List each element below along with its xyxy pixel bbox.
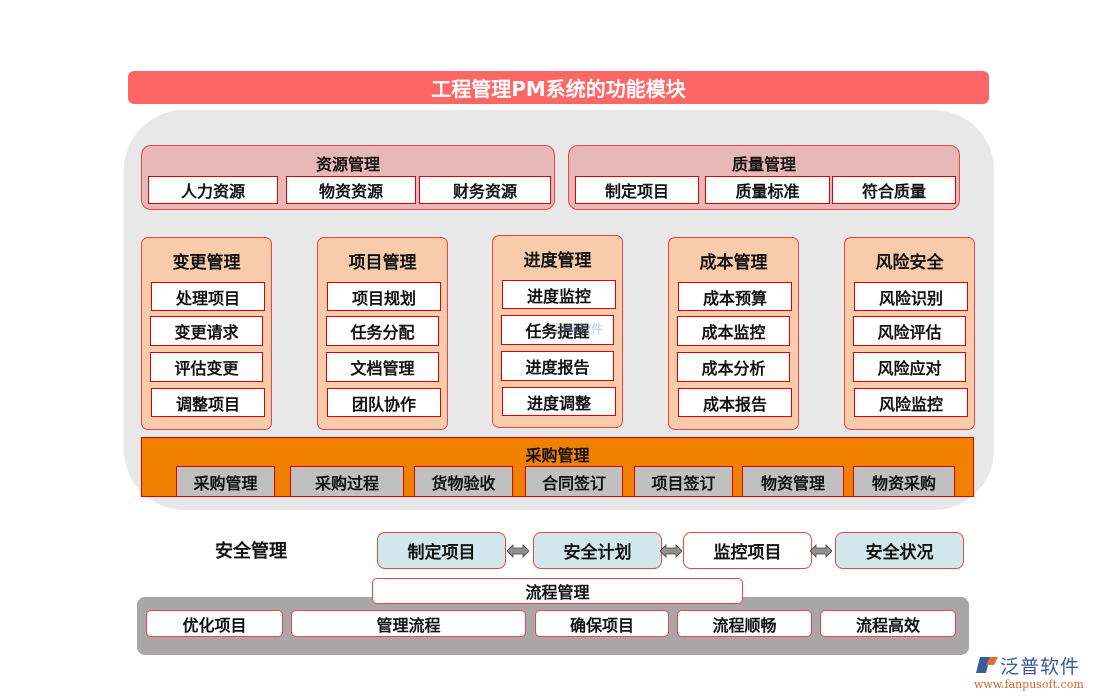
flow-item: 确保项目 (535, 610, 669, 637)
risk-item: 风险识别 (854, 282, 968, 311)
safety-step: 安全状况 (835, 532, 964, 569)
purchase-item: 物资管理 (742, 466, 844, 497)
cost-item: 成本报告 (678, 388, 792, 417)
project-item: 任务分配 (326, 316, 439, 346)
quality-item: 质量标准 (705, 176, 830, 204)
purchase-item: 合同签订 (525, 466, 623, 497)
safety-management-title: 安全管理 (215, 541, 287, 562)
double-arrow-icon (660, 544, 682, 558)
cost-item: 成本分析 (677, 352, 790, 382)
schedule-item: 进度监控 (502, 280, 616, 309)
cost-item: 成本预算 (678, 282, 792, 311)
risk-item: 风险应对 (853, 352, 966, 382)
schedule-item: 进度调整 (502, 387, 616, 416)
flow-item: 流程高效 (820, 610, 956, 637)
double-arrow-icon (810, 544, 832, 558)
brand-logo: 泛普软件 www.fanpusoft.com (970, 652, 1095, 696)
purchase-management-title: 采购管理 (525, 446, 590, 465)
resource-item: 人力资源 (148, 176, 278, 204)
change-management-title: 变更管理 (172, 253, 241, 273)
purchase-item: 物资采购 (853, 466, 955, 497)
risk-item: 风险监控 (854, 388, 968, 417)
resource-management-title: 资源管理 (315, 155, 380, 174)
quality-management-title: 质量管理 (731, 155, 796, 174)
project-management-title: 项目管理 (348, 253, 417, 273)
quality-item: 符合质量 (832, 176, 956, 204)
safety-step: 监控项目 (683, 532, 812, 569)
purchase-item: 采购过程 (290, 466, 404, 497)
change-item: 变更请求 (150, 316, 263, 346)
double-arrow-icon (507, 544, 529, 558)
schedule-item: 进度报告 (501, 351, 614, 381)
project-item: 团队协作 (327, 388, 441, 417)
safety-step: 安全计划 (533, 532, 662, 569)
flow-item: 流程顺畅 (677, 610, 812, 637)
quality-item: 制定项目 (575, 176, 699, 204)
logo-url: www.fanpusoft.com (974, 678, 1084, 691)
purchase-item: 货物验收 (414, 466, 513, 497)
risk-item: 风险评估 (853, 316, 966, 346)
risk-safety-title: 风险安全 (875, 253, 944, 273)
purchase-management-group: 采购管理 采购管理 采购过程 货物验收 合同签订 项目签订 物资管理 物资采购 (141, 437, 974, 497)
schedule-item: 任务提醒 (501, 315, 614, 345)
fanpu-logo-icon (976, 657, 998, 673)
purchase-item: 项目签订 (634, 466, 733, 497)
cost-item: 成本监控 (677, 316, 790, 346)
logo-name: 泛普软件 (1000, 656, 1081, 678)
change-item: 调整项目 (151, 388, 265, 417)
project-item: 文档管理 (326, 352, 439, 382)
cost-management-title: 成本管理 (699, 253, 768, 273)
flow-item: 管理流程 (291, 610, 526, 637)
schedule-management-title: 进度管理 (523, 251, 592, 271)
flow-item: 优化项目 (146, 610, 283, 637)
watermark-text: 泛普软件 (555, 322, 604, 336)
diagram-title: 工程管理PM系统的功能模块 (128, 71, 989, 104)
change-item: 评估变更 (150, 352, 263, 382)
project-item: 项目规划 (327, 282, 441, 311)
safety-step: 制定项目 (377, 532, 506, 569)
resource-item: 财务资源 (419, 176, 551, 204)
purchase-item: 采购管理 (176, 466, 275, 497)
resource-item: 物资资源 (286, 176, 416, 204)
flow-management-title: 流程管理 (372, 578, 743, 604)
change-item: 处理项目 (151, 282, 265, 311)
